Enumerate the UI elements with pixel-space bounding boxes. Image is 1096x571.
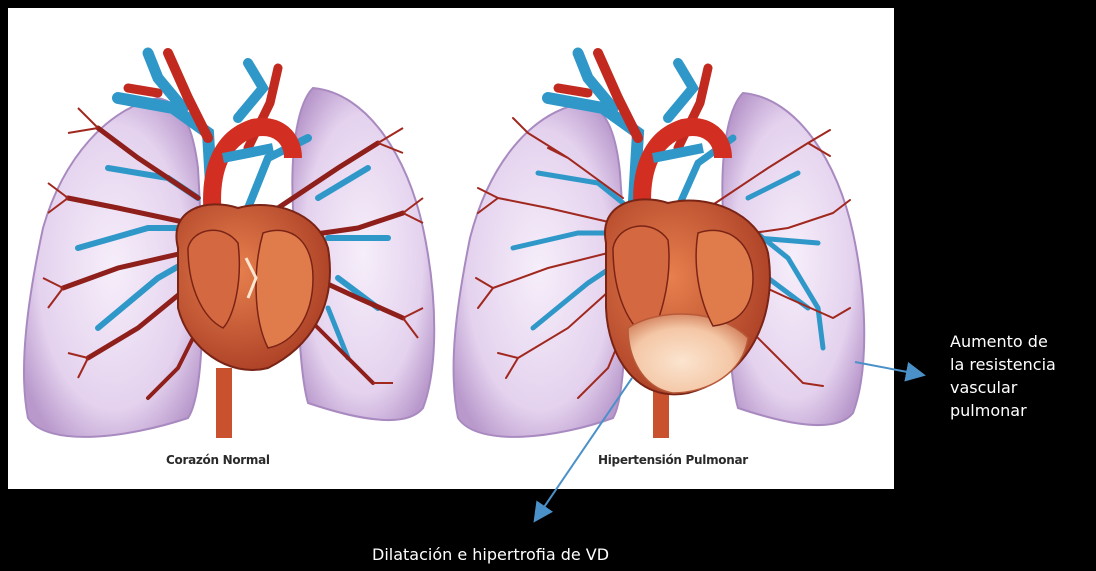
normal-heart-diagram bbox=[24, 53, 434, 438]
resistance-line-2: la resistencia bbox=[950, 353, 1090, 376]
resistance-line-4: pulmonar bbox=[950, 399, 1090, 422]
heart-lung-comparison-illustration bbox=[8, 8, 894, 489]
caption-normal-heart: Corazón Normal bbox=[166, 453, 270, 467]
dilatation-annotation: Dilatación e hipertrofia de VD bbox=[372, 545, 609, 564]
caption-pulmonary-hypertension: Hipertensión Pulmonar bbox=[598, 453, 748, 467]
resistance-annotation: Aumento de la resistencia vascular pulmo… bbox=[950, 330, 1090, 422]
right-lung-left bbox=[454, 103, 626, 437]
illustration-panel: Corazón Normal Hipertensión Pulmonar bbox=[8, 8, 894, 489]
resistance-line-1: Aumento de bbox=[950, 330, 1090, 353]
resistance-line-3: vascular bbox=[950, 376, 1090, 399]
hypertension-heart-diagram bbox=[454, 53, 865, 438]
